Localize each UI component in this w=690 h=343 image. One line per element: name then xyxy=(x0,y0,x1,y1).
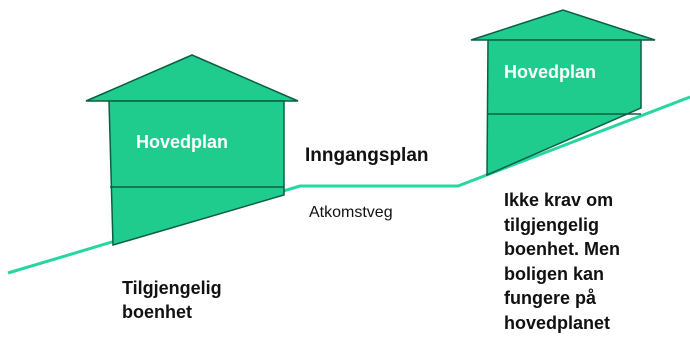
left-house-label: Hovedplan xyxy=(136,132,229,152)
entrance-level-label: Inngangsplan xyxy=(305,145,429,166)
right-caption-line: tilgjengelig xyxy=(504,214,600,235)
right-caption-line: boligen kan xyxy=(504,263,605,284)
right-house-caption: Ikke krav om tilgjengelig boenhet. Men b… xyxy=(504,188,620,335)
left-house-roof xyxy=(85,54,299,102)
right-house xyxy=(470,9,656,177)
left-house-caption: Tilgjengelig boenhet xyxy=(122,276,222,324)
right-house-body xyxy=(486,39,642,177)
left-caption-line: boenhet xyxy=(122,302,192,322)
right-caption-line: fungere på xyxy=(504,288,597,308)
left-caption-line: Tilgjengelig xyxy=(122,278,222,298)
right-caption-line: hovedplanet xyxy=(504,312,611,333)
right-caption-line: boenhet. Men xyxy=(504,239,620,259)
access-road-label: Atkomstveg xyxy=(309,204,393,221)
right-caption-line: Ikke krav om xyxy=(504,190,614,210)
left-house-body xyxy=(108,100,285,246)
right-house-roof xyxy=(470,9,656,41)
right-house-label: Hovedplan xyxy=(504,62,597,82)
left-house xyxy=(85,54,299,246)
